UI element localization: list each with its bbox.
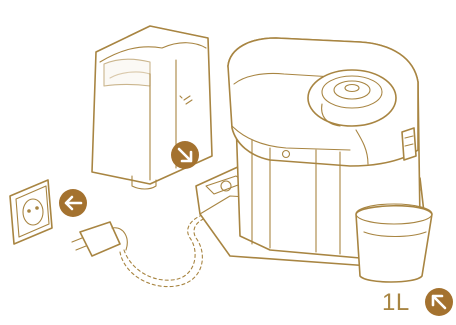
wall-socket [9, 179, 53, 245]
tank-logo-mark [179, 95, 193, 105]
arrow-down-right-icon [171, 141, 199, 169]
coffee-machine [195, 37, 427, 267]
power-cord [119, 211, 215, 288]
arrow-up-left-icon [425, 288, 453, 316]
arrow-left-icon [59, 189, 87, 217]
capacity-label: 1L [382, 289, 410, 316]
power-plug [71, 221, 128, 257]
cup [355, 203, 433, 283]
